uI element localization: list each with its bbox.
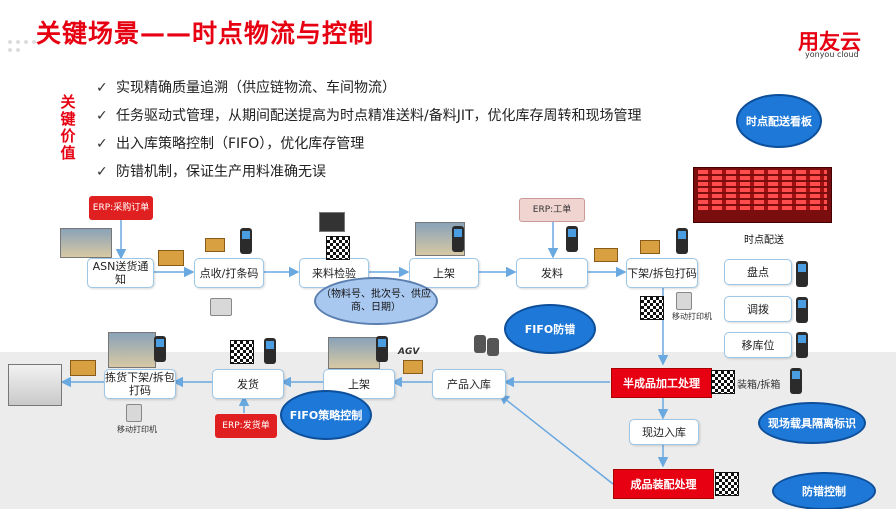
bullet-item: ✓防错机制，保证生产用料准确无误: [96, 158, 642, 186]
node-shelve-top: 上架: [409, 258, 479, 288]
printer-icon: [210, 298, 232, 316]
agv-icon: [403, 360, 423, 374]
mobile-printer-icon: [676, 292, 692, 310]
node-unshelve-top: 下架/拆包打码: [626, 258, 698, 288]
qr-code-icon: [640, 296, 664, 320]
erp-work-order-tag: ERP:工单: [519, 198, 585, 222]
mobile-printer-caption: 移动打印机: [672, 312, 712, 321]
agv-caption: AGV: [398, 347, 420, 357]
factory-illustration: [60, 228, 112, 258]
truck-icon: [70, 360, 96, 376]
handheld-scanner-icon: [154, 336, 166, 362]
node-finished-assembly: 成品装配处理: [613, 469, 714, 499]
bullet-item: ✓任务驱动式管理，从期间配送提高为时点精准送料/备料JIT，优化库存周转和现场管…: [96, 102, 642, 130]
barrel-icon: [474, 335, 486, 353]
handheld-scanner-icon: [264, 338, 276, 364]
node-stocktake: 盘点: [724, 259, 792, 285]
erp-shipment-tag: ERP:发货单: [215, 414, 277, 438]
key-value-label: 关键价值: [60, 93, 76, 162]
qr-code-icon: [715, 472, 739, 496]
node-move-location: 移库位: [724, 332, 792, 358]
handheld-scanner-icon: [452, 226, 464, 252]
bullet-item: ✓实现精确质量追溯（供应链物流、车间物流）: [96, 74, 642, 102]
qr-code-icon: [230, 340, 254, 364]
handheld-scanner-icon: [376, 336, 388, 362]
handheld-scanner-icon: [796, 332, 808, 358]
node-receive-label: 点收/打条码: [194, 258, 264, 288]
node-pick-unshelve: 拣货下架/拆包打码: [104, 369, 176, 399]
node-incoming-inspection: 来料检验: [299, 258, 369, 288]
brand-logo-sub: yonyou cloud: [805, 50, 859, 59]
node-asn-notice: ASN送货通知: [87, 258, 154, 288]
warehouse-photo: [328, 337, 380, 369]
barrel-icon: [487, 338, 499, 356]
mobile-printer-icon: [126, 404, 142, 422]
node-transfer: 调拨: [724, 296, 792, 322]
handheld-scanner-icon: [790, 368, 802, 394]
handheld-scanner-icon: [796, 297, 808, 323]
check-icon: ✓: [96, 80, 108, 96]
cloud-batch-info: （物料号、批次号、供应商、日期）: [316, 279, 436, 323]
terminal-icon: [319, 212, 345, 232]
cloud-fifo-strategy: FIFO策略控制: [282, 392, 370, 438]
handheld-scanner-icon: [566, 226, 578, 252]
node-semi-finished-processing: 半成品加工处理: [611, 368, 712, 398]
check-icon: ✓: [96, 136, 108, 152]
handheld-scanner-icon: [796, 261, 808, 287]
dashboard-caption: 时点配送: [744, 235, 784, 246]
handshake-illustration: [8, 364, 62, 406]
bullet-list: ✓实现精确质量追溯（供应链物流、车间物流） ✓任务驱动式管理，从期间配送提高为时…: [96, 74, 642, 186]
handheld-scanner-icon: [676, 228, 688, 254]
node-ship: 发货: [212, 369, 284, 399]
brand-logo: 用友云: [798, 30, 861, 54]
truck-icon: [158, 250, 184, 266]
node-line-side-return: 现边入库: [629, 419, 699, 445]
package-icon: [594, 248, 618, 262]
node-material-issue: 发料: [516, 258, 588, 288]
page-title: 关键场景——时点物流与控制: [36, 19, 375, 48]
cloud-site-label: 现场载具隔离标识: [760, 404, 864, 442]
delivery-dashboard-image: [693, 167, 832, 223]
warehouse-worker-photo: [108, 332, 156, 368]
qr-code-icon: [711, 370, 735, 394]
handheld-scanner-icon: [240, 228, 252, 254]
box-pack-caption: 装箱/拆箱: [737, 380, 781, 391]
check-icon: ✓: [96, 164, 108, 180]
check-icon: ✓: [96, 108, 108, 124]
package-icon: [205, 238, 225, 252]
cloud-fifo-guard: FIFO防错: [506, 306, 594, 352]
mobile-printer-caption: 移动打印机: [117, 425, 157, 434]
cloud-delivery-board: 时点配送看板: [738, 96, 820, 146]
cloud-error-guard: 防错控制: [774, 474, 874, 508]
qr-code-icon: [326, 236, 350, 260]
package-icon: [640, 240, 660, 254]
bullet-item: ✓出入库策略控制（FIFO），优化库存管理: [96, 130, 642, 158]
node-product-inbound: 产品入库: [432, 369, 506, 399]
erp-purchase-order-tag: ERP:采购订单: [89, 196, 153, 220]
